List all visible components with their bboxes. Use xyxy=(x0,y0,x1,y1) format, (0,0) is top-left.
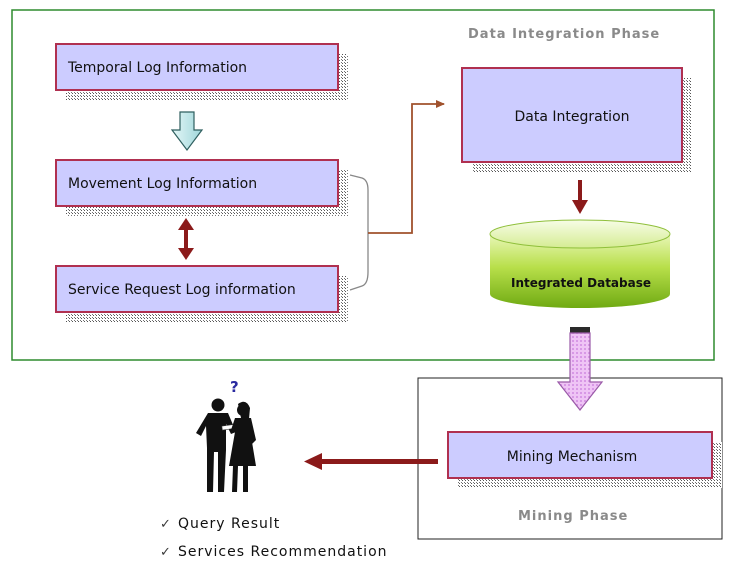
data-integration-box-body xyxy=(461,67,683,163)
mining-mechanism-box-body xyxy=(447,431,713,479)
question-mark: ? xyxy=(230,378,239,396)
data-integration-label: Data Integration xyxy=(514,109,629,125)
temporal-to-movement-arrow xyxy=(170,111,204,151)
mining-mechanism-box: Mining Mechanism xyxy=(447,431,722,488)
integrated-database-cylinder: Integrated Database xyxy=(489,219,671,308)
integrated-database-label: Integrated Database xyxy=(511,276,651,290)
movement-log-box: Movement Log Information xyxy=(55,159,348,216)
data-integration-box: Data Integration xyxy=(461,67,692,172)
result-item-services: ✓ Services Recommendation xyxy=(160,544,388,560)
temporal-log-label: Temporal Log Information xyxy=(67,60,247,76)
users-icon: ? xyxy=(196,378,256,492)
database-to-mining-arrow xyxy=(556,327,604,411)
result-label-services: Services Recommendation xyxy=(178,544,388,560)
results-list: ✓ Query Result ✓ Services Recommendation xyxy=(160,516,388,560)
movement-service-double-arrow xyxy=(178,218,194,260)
temporal-log-box-body xyxy=(55,43,339,91)
service-request-log-box: Service Request Log information xyxy=(55,265,348,322)
data-integration-phase-label: Data Integration Phase xyxy=(468,27,660,42)
result-label-query: Query Result xyxy=(178,516,280,532)
movement-log-label: Movement Log Information xyxy=(68,176,257,192)
integration-to-database-arrow xyxy=(572,180,588,214)
data-integration-phase-frame xyxy=(11,9,715,361)
logs-to-integration-connector xyxy=(368,100,445,234)
check-icon: ✓ xyxy=(160,517,171,532)
result-item-query: ✓ Query Result xyxy=(160,516,280,532)
database-body xyxy=(490,234,670,308)
service-request-log-label: Service Request Log information xyxy=(68,282,296,298)
mining-phase-label: Mining Phase xyxy=(518,509,628,524)
service-request-log-box-body xyxy=(55,265,339,313)
log-grouping-brace xyxy=(349,174,369,291)
temporal-log-box: Temporal Log Information xyxy=(55,43,348,100)
check-icon: ✓ xyxy=(160,545,171,560)
mining-mechanism-label: Mining Mechanism xyxy=(507,449,637,465)
mining-to-user-arrow xyxy=(304,453,438,470)
movement-log-box-body xyxy=(55,159,339,207)
database-top xyxy=(489,219,671,249)
